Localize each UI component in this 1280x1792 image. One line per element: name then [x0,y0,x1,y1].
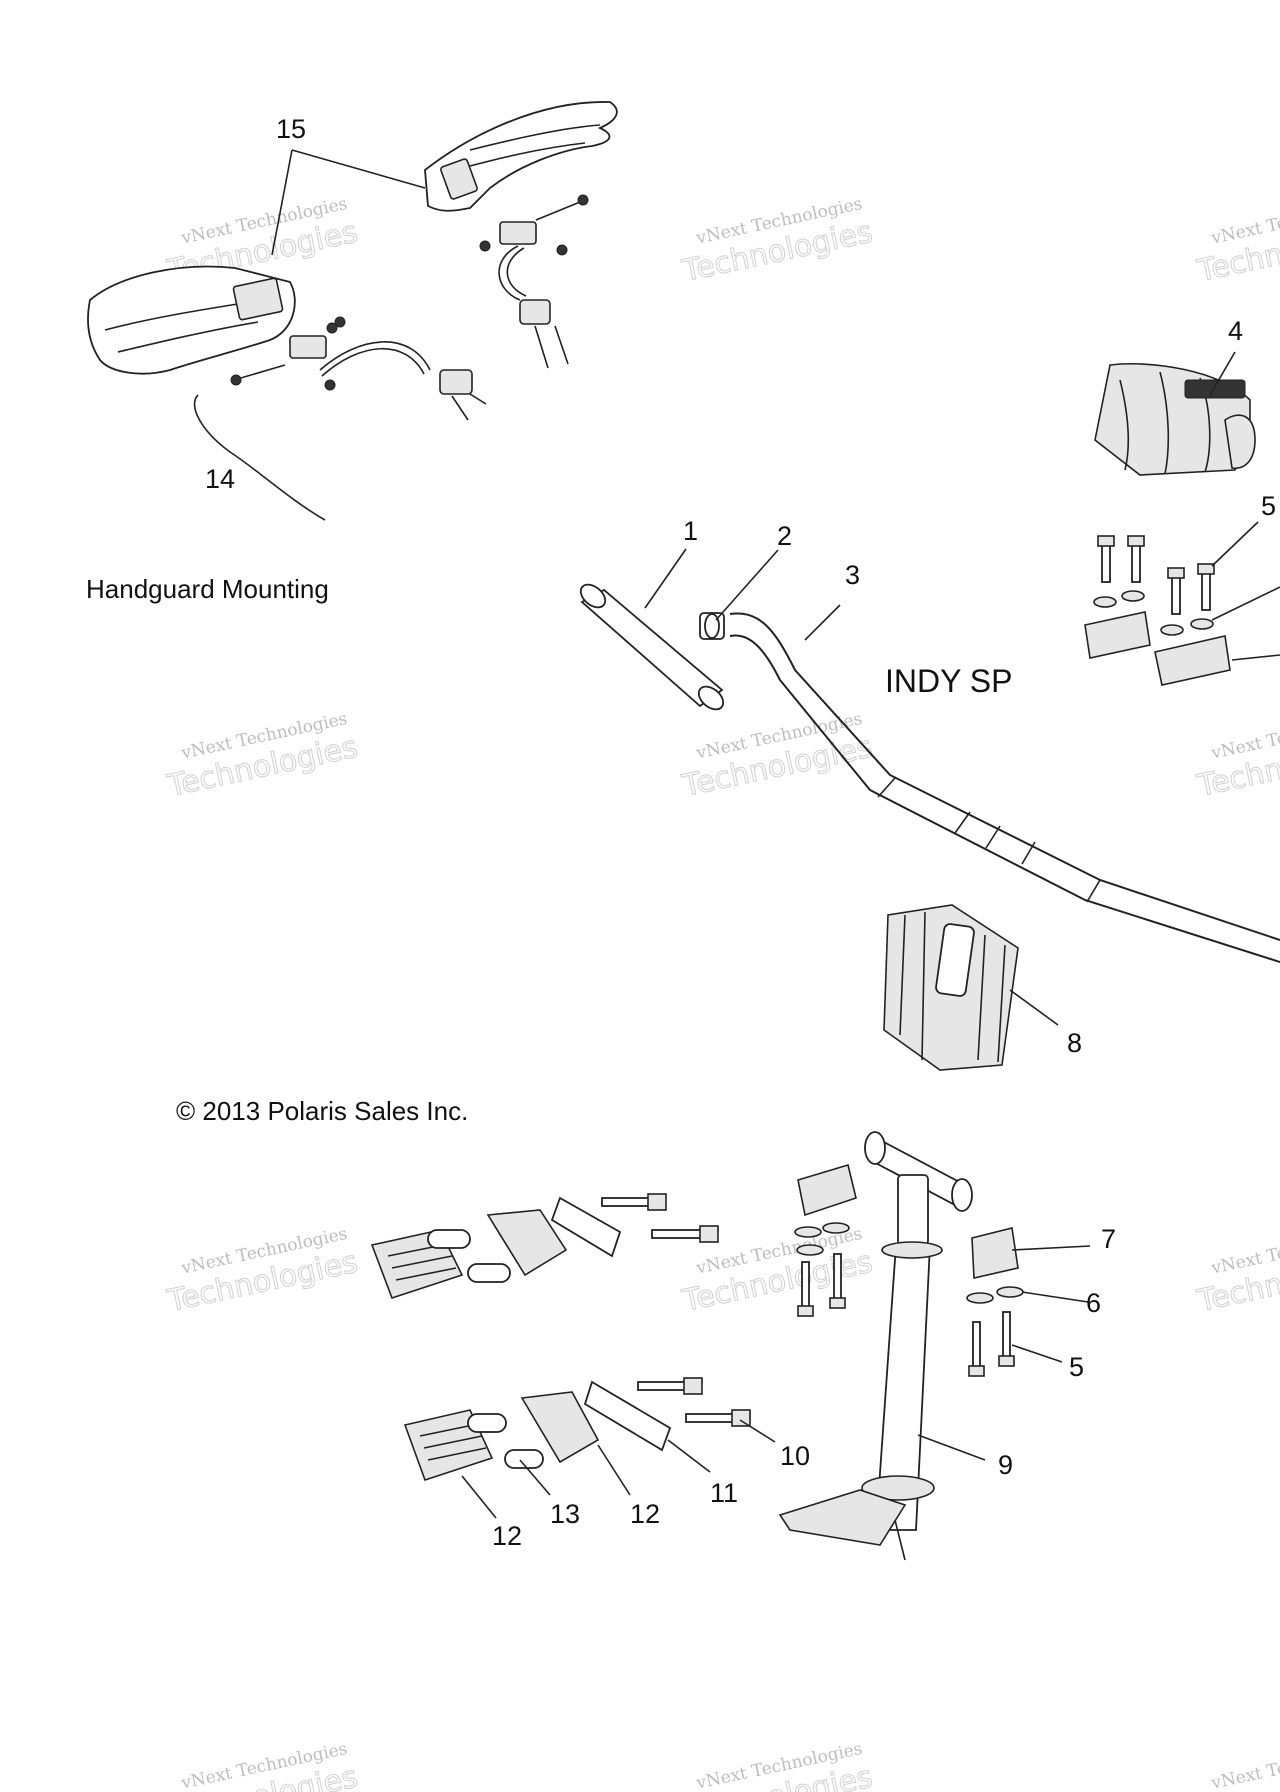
handlebar-tube [729,612,1280,941]
callout-5-bottom: 5 [1069,1352,1084,1382]
watermark: Technologies vNext Technologies [678,709,876,805]
callout-13: 13 [550,1499,580,1529]
riser-bolts-bottom [797,1253,1015,1377]
riser-bolts-top [1084,535,1231,686]
clamp-block [499,221,537,245]
linkage-lower [403,1377,751,1482]
watermark: Technologies vNext Technologies [163,1224,361,1320]
callout-3: 3 [845,560,860,590]
watermark: Technologies vNext Technologies [1193,709,1280,805]
watermark: Technologies vNext Technologies [163,709,361,805]
handguard-mounting-caption: Handguard Mounting [86,574,329,604]
callout-9: 9 [998,1450,1013,1480]
callout-7: 7 [1101,1224,1116,1254]
watermark: Technologies vNext Technologies [1193,1224,1280,1320]
callout-12-right: 12 [630,1499,660,1529]
model-caption: INDY SP [885,663,1012,699]
riser-part [797,1163,1019,1279]
callout-10: 10 [780,1441,810,1471]
callout-1: 1 [683,516,698,546]
callout-2: 2 [777,521,792,551]
watermark: Technologies vNext Technologies [678,1739,876,1792]
watermark: Technologies vNext Technologies [1193,1739,1280,1792]
watermark: Technologies vNext Technologies [163,1739,361,1792]
callout-5-top: 5 [1261,491,1276,521]
bar-insert [699,612,725,640]
callout-15: 15 [276,114,306,144]
callout-12-left: 12 [492,1521,522,1551]
grip-part [579,583,725,711]
handguard-assembly: 15 14 [87,101,618,521]
callout-6: 6 [1086,1288,1101,1318]
watermark: Technologies vNext Technologies [678,194,876,290]
callout-4: 4 [1228,316,1243,346]
copyright-caption: © 2013 Polaris Sales Inc. [176,1096,468,1126]
washer-part [794,1222,1024,1304]
callout-11: 11 [710,1478,738,1508]
bar-pad-part [883,904,1019,1071]
linkage-upper [370,1193,719,1299]
handlebar-pad [1094,362,1256,476]
watermark: Technologies vNext Technologies [1193,194,1280,290]
steering-post [778,1131,973,1561]
callout-14: 14 [205,464,235,494]
callout-8: 8 [1067,1028,1082,1058]
handlebar-assembly: 1 2 3 [579,516,1280,963]
